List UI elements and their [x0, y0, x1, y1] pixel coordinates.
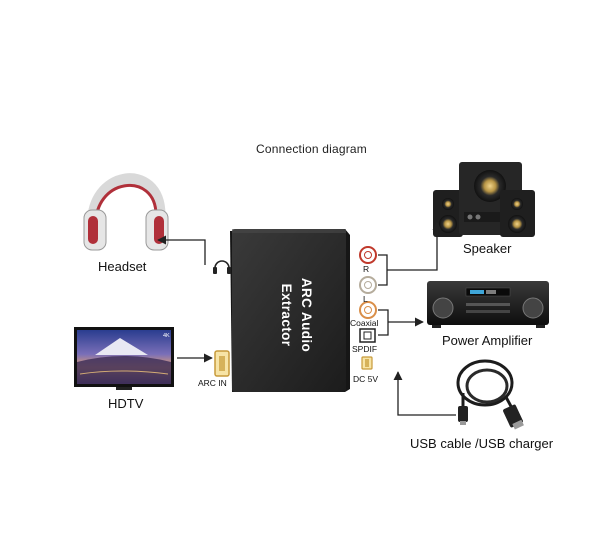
spdif-port-icon [359, 328, 376, 343]
coaxial-port-icon [359, 301, 377, 319]
usb-cable-label: USB cable /USB charger [410, 436, 554, 451]
l-label: L [363, 294, 368, 304]
usb-cable-image [456, 359, 524, 430]
r-label: R [363, 264, 370, 274]
speaker-image [433, 162, 535, 237]
hdtv-image: 4K [74, 327, 174, 390]
headset-image [83, 173, 169, 251]
arc-audio-extractor-device [230, 229, 350, 392]
device-label: ARC Audio Extractor [279, 277, 314, 353]
speaker-connection-arrow [387, 221, 442, 271]
headset-connection-arrow [157, 235, 206, 265]
spdif-label: SPDIF [352, 344, 378, 354]
power-amplifier-label: Power Amplifier [442, 333, 533, 348]
rca-l-port-icon [359, 276, 377, 294]
arc-in-label: ARC IN [198, 378, 227, 388]
headphone-port-icon [213, 260, 231, 274]
speaker-label: Speaker [463, 241, 512, 256]
connection-lines [157, 221, 456, 416]
tv-badge: 4K [163, 333, 170, 339]
rl-bracket [378, 254, 388, 286]
power-amplifier-image [427, 281, 549, 328]
usb-connection-arrow [393, 371, 456, 416]
coaxial-label: Coaxial [350, 318, 379, 328]
dc-port-icon [361, 356, 373, 370]
hdtv-label: HDTV [108, 396, 144, 411]
diagram-title: Connection diagram [256, 142, 367, 156]
dc-5v-label: DC 5V [353, 374, 379, 384]
rca-r-port-icon [359, 246, 377, 264]
headset-label: Headset [98, 259, 147, 274]
amp-bracket [378, 309, 389, 336]
hdmi-port-icon [214, 350, 230, 377]
